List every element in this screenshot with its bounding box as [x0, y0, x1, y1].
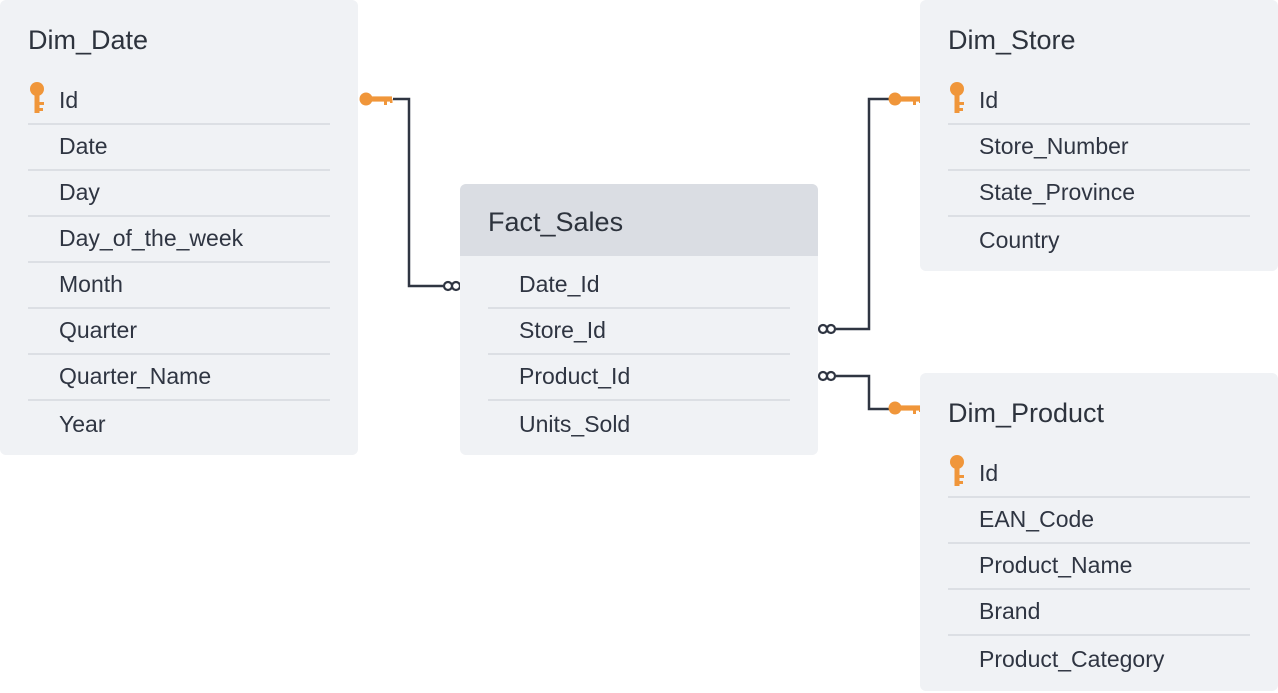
- table-dim-date[interactable]: Dim_Date Id Date Day Day_of_the_week Mon…: [0, 0, 358, 455]
- field-row-month[interactable]: Month: [28, 263, 330, 309]
- field-row-id[interactable]: Id: [948, 78, 1250, 125]
- infinity-icon: [817, 370, 837, 382]
- field-label: Country: [979, 227, 1060, 253]
- key-icon: [950, 455, 964, 486]
- field-list: Id EAN_Code Product_Name Brand Product_C…: [948, 451, 1250, 682]
- field-row-store-id[interactable]: Store_Id: [488, 309, 790, 355]
- field-row-quarter[interactable]: Quarter: [28, 309, 330, 355]
- field-label: Product_Category: [979, 646, 1165, 672]
- field-list: Id Store_Number State_Province Country: [948, 78, 1250, 263]
- connector-store: [817, 92, 922, 335]
- field-label: Day_of_the_week: [59, 225, 244, 251]
- field-label: Year: [59, 411, 106, 437]
- field-label: Date_Id: [519, 271, 600, 297]
- infinity-icon: [817, 323, 837, 335]
- field-label: Id: [979, 87, 999, 113]
- field-row-date-id[interactable]: Date_Id: [488, 262, 790, 309]
- field-row-id[interactable]: Id: [28, 78, 330, 125]
- field-row-brand[interactable]: Brand: [948, 590, 1250, 636]
- field-row-product-category[interactable]: Product_Category: [948, 636, 1250, 682]
- table-title: Dim_Store: [948, 25, 1076, 55]
- table-fact-sales[interactable]: Fact_Sales Date_Id Store_Id Product_Id U…: [460, 184, 818, 455]
- table-dim-store[interactable]: Dim_Store Id Store_Number State_Province…: [920, 0, 1278, 271]
- key-icon: [950, 82, 964, 113]
- infinity-icon: [442, 280, 462, 292]
- field-label: State_Province: [979, 179, 1135, 205]
- field-label: Product_Id: [519, 363, 631, 389]
- field-label: Store_Id: [519, 317, 606, 343]
- connector-date: [359, 92, 462, 292]
- field-row-id[interactable]: Id: [948, 451, 1250, 498]
- field-label: Brand: [979, 598, 1041, 624]
- table-title: Fact_Sales: [460, 184, 818, 256]
- connector-product: [817, 370, 922, 415]
- key-icon: [888, 92, 922, 106]
- field-label: Day: [59, 179, 100, 205]
- field-label: Units_Sold: [519, 411, 631, 437]
- field-list: Date_Id Store_Id Product_Id Units_Sold: [488, 262, 790, 447]
- field-label: Date: [59, 133, 108, 159]
- field-row-year[interactable]: Year: [28, 401, 330, 447]
- field-row-date[interactable]: Date: [28, 125, 330, 171]
- key-icon: [888, 401, 922, 415]
- field-row-units-sold[interactable]: Units_Sold: [488, 401, 790, 447]
- field-row-ean-code[interactable]: EAN_Code: [948, 498, 1250, 544]
- key-icon: [30, 82, 44, 113]
- table-title: Dim_Date: [28, 25, 149, 55]
- field-label: Id: [979, 460, 999, 486]
- field-row-day-of-the-week[interactable]: Day_of_the_week: [28, 217, 330, 263]
- field-label: Month: [59, 271, 123, 297]
- field-row-day[interactable]: Day: [28, 171, 330, 217]
- field-label: Quarter_Name: [59, 363, 212, 389]
- table-title: Dim_Product: [948, 398, 1105, 428]
- field-row-store-number[interactable]: Store_Number: [948, 125, 1250, 171]
- field-label: Store_Number: [979, 133, 1129, 159]
- field-row-state-province[interactable]: State_Province: [948, 171, 1250, 217]
- key-icon: [359, 92, 393, 106]
- field-label: Id: [59, 87, 79, 113]
- field-label: Quarter: [59, 317, 137, 343]
- field-label: EAN_Code: [979, 506, 1095, 532]
- field-label: Product_Name: [979, 552, 1133, 578]
- field-row-product-name[interactable]: Product_Name: [948, 544, 1250, 590]
- field-row-product-id[interactable]: Product_Id: [488, 355, 790, 401]
- table-dim-product[interactable]: Dim_Product Id EAN_Code Product_Name Bra…: [920, 373, 1278, 691]
- field-row-quarter-name[interactable]: Quarter_Name: [28, 355, 330, 401]
- field-row-country[interactable]: Country: [948, 217, 1250, 263]
- field-list: Id Date Day Day_of_the_week Month Quarte…: [28, 78, 330, 447]
